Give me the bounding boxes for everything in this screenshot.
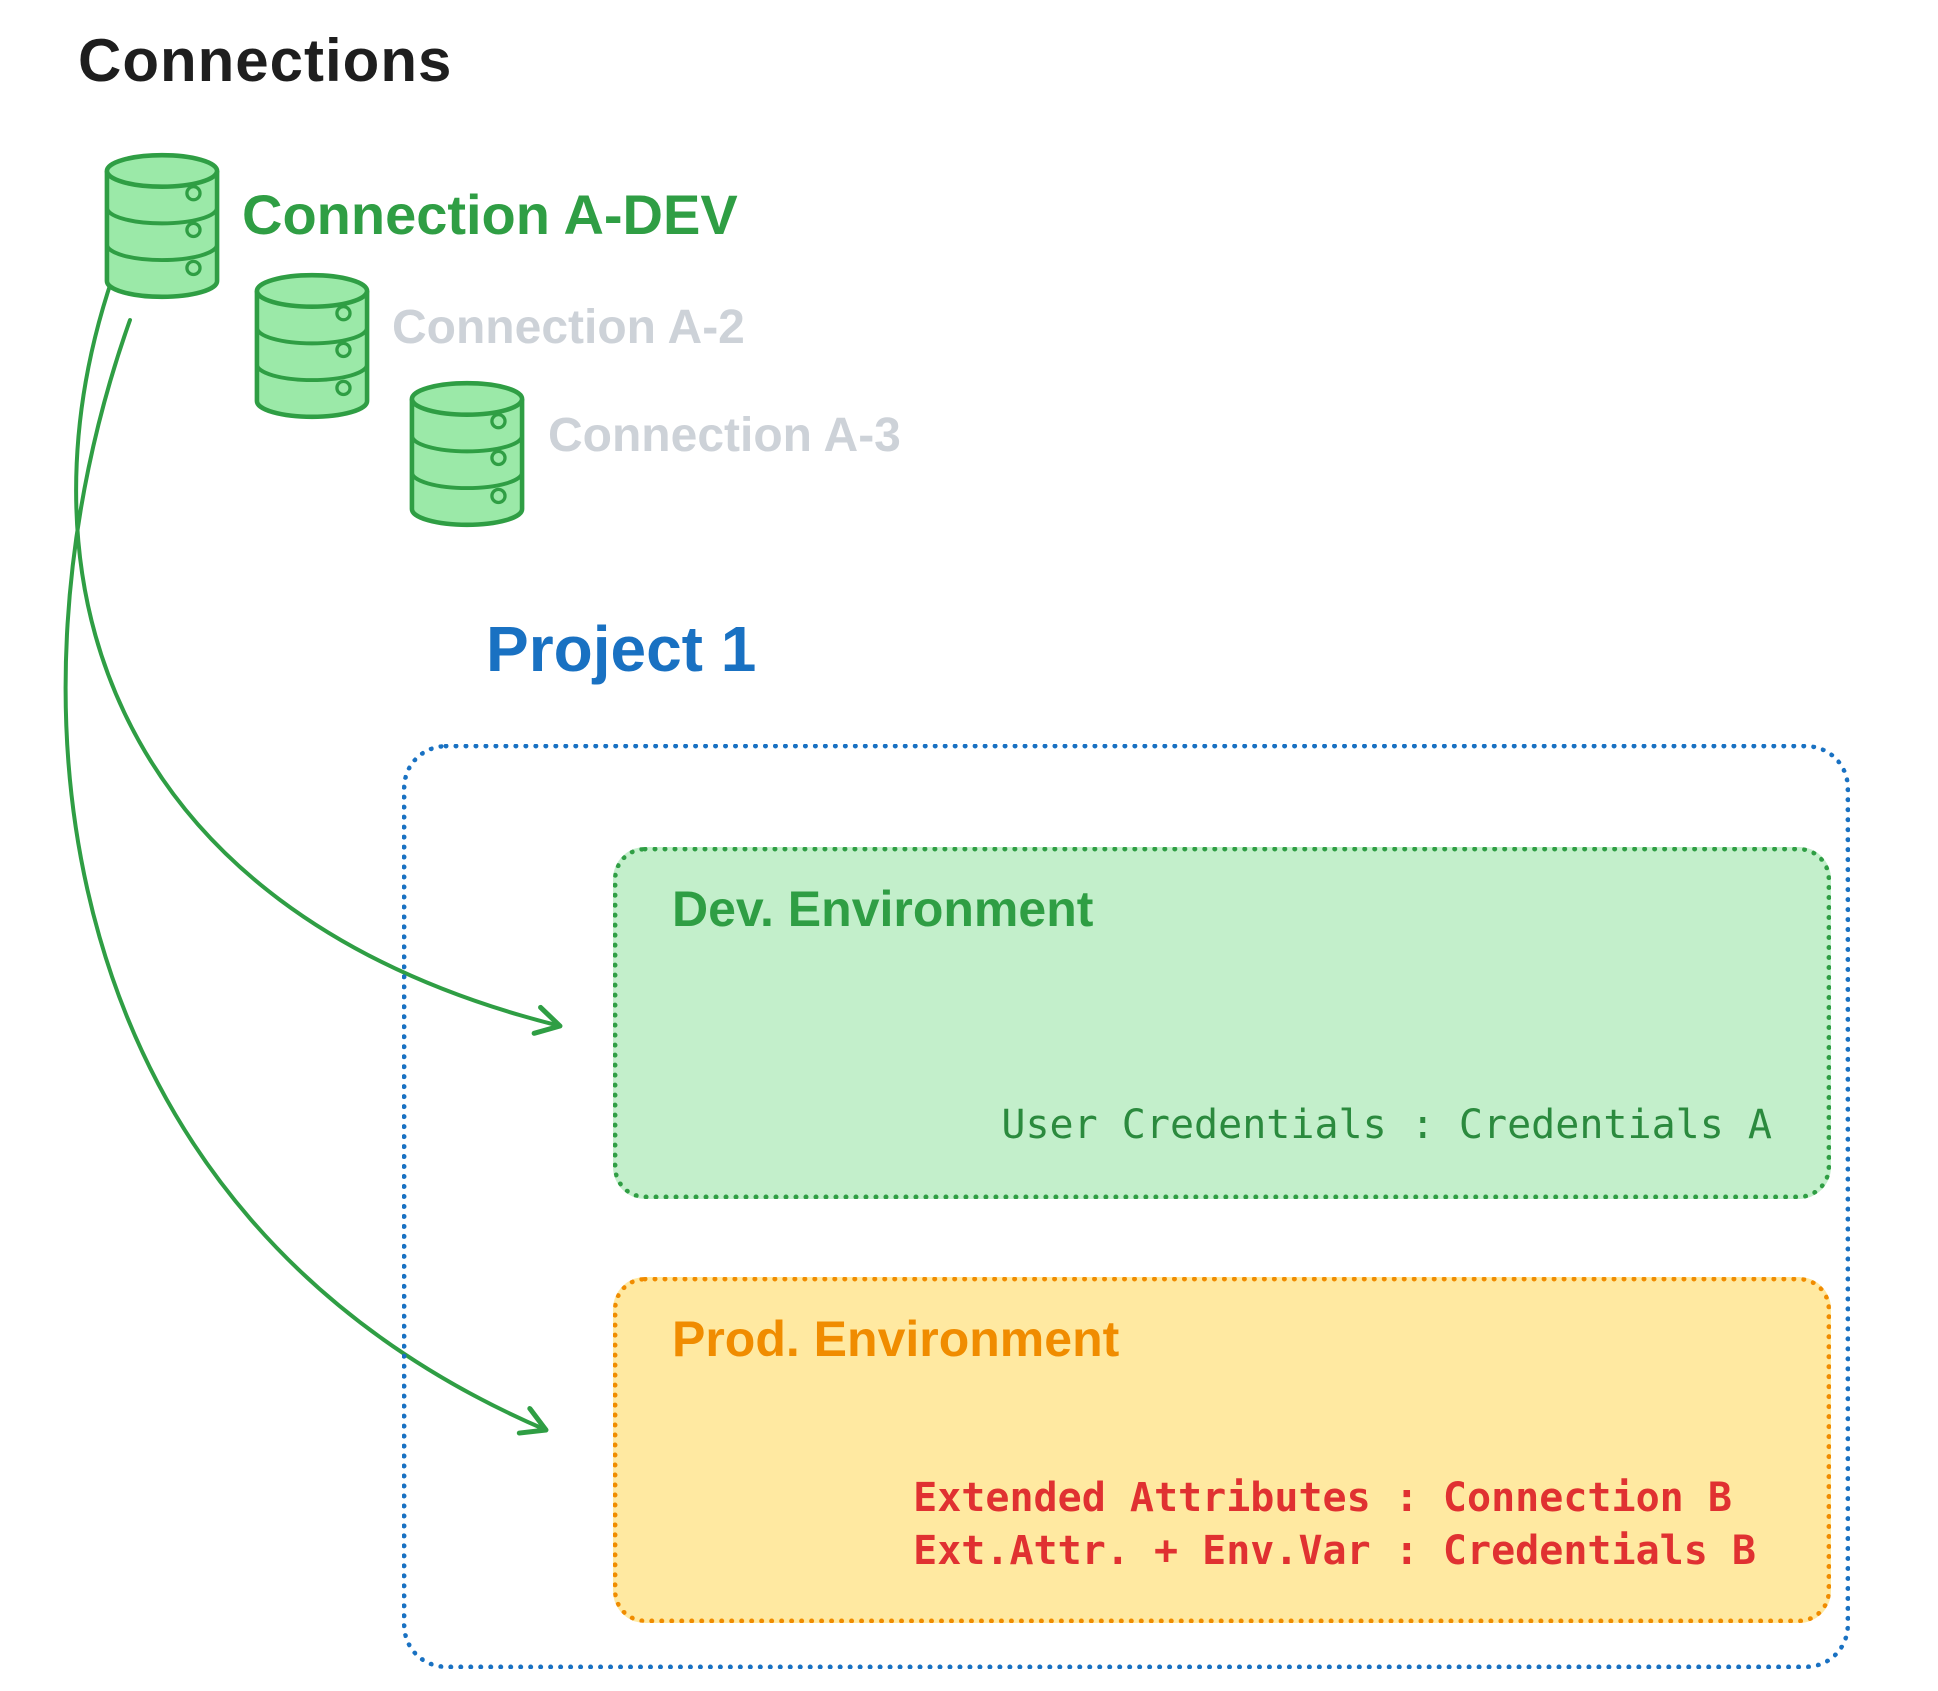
dev-environment-title: Dev. Environment	[672, 881, 1094, 937]
dev-environment-box: Dev. Environment User Credentials : Cred…	[613, 847, 1831, 1199]
prod-environment-title: Prod. Environment	[672, 1311, 1120, 1367]
database-icon	[409, 380, 525, 528]
database-icon-connection-a-dev[interactable]	[103, 152, 221, 300]
connection-a-dev-label[interactable]: Connection A-DEV	[242, 183, 738, 246]
connection-a-3-label[interactable]: Connection A-3	[548, 409, 901, 462]
database-icon-connection-a-3[interactable]	[408, 380, 526, 528]
prod-environment-line-1: Extended Attributes : Connection B	[913, 1475, 1732, 1521]
database-icon	[104, 152, 220, 300]
database-icon-connection-a-2[interactable]	[253, 272, 371, 420]
prod-environment-credentials-text: Extended Attributes : Connection B Ext.A…	[913, 1472, 1756, 1578]
prod-environment-line-2: Ext.Attr. + Env.Var : Credentials B	[913, 1528, 1756, 1574]
connection-a-2-label[interactable]: Connection A-2	[392, 301, 745, 354]
database-icon	[254, 272, 370, 420]
page-title: Connections	[78, 27, 453, 94]
prod-environment-box: Prod. Environment Extended Attributes : …	[613, 1277, 1831, 1623]
project-title: Project 1	[486, 613, 757, 685]
dev-environment-credentials-text: User Credentials : Credentials A	[1001, 1102, 1772, 1148]
project-box: Dev. Environment User Credentials : Cred…	[402, 744, 1850, 1669]
